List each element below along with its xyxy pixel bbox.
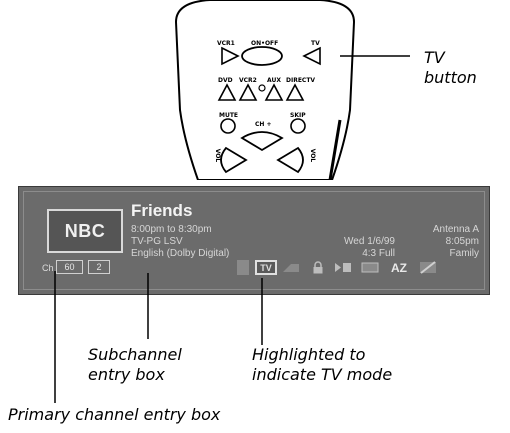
skip-label: SKIP xyxy=(290,112,306,119)
primary-channel-entry-box[interactable]: 60 xyxy=(56,260,83,274)
subchannel-callout-line2: entry box xyxy=(88,365,165,384)
caption-icon[interactable] xyxy=(359,260,381,275)
subchannel-callout: Subchannel entry box xyxy=(88,345,182,385)
no-signal-icon[interactable] xyxy=(417,260,439,275)
on-off-label: ON•OFF xyxy=(251,40,279,47)
tv-button-callout-line1: TV xyxy=(424,48,445,67)
skip-button[interactable] xyxy=(290,118,306,134)
date-label: Wed 1/6/99 xyxy=(344,236,395,247)
channel-info-banner: NBC Friends 8:00pm to 8:30pm TV-PG LSV E… xyxy=(18,186,490,295)
highlighted-callout: Highlighted to indicate TV mode xyxy=(252,345,392,385)
vcr2-label: VCR2 xyxy=(239,77,257,84)
aux-button[interactable] xyxy=(264,83,284,101)
dvd-button[interactable] xyxy=(217,83,237,101)
vcr2-button[interactable] xyxy=(238,83,258,101)
tv-button-callout: TV button xyxy=(424,48,477,88)
on-off-button[interactable] xyxy=(241,46,283,66)
aspect-label: 4:3 Full xyxy=(362,248,395,259)
lock-icon[interactable] xyxy=(309,260,327,275)
channel-logo-text: NBC xyxy=(64,220,106,241)
mute-label: MUTE xyxy=(219,112,239,119)
banner-frame xyxy=(23,191,485,290)
tv-mode-icon-label: TV xyxy=(260,262,272,273)
az-label: AZ xyxy=(391,260,407,275)
program-title: Friends xyxy=(131,201,193,220)
directv-button[interactable] xyxy=(285,83,305,101)
remote-control-illustration: VCR1 ON•OFF TV DVD VCR2 AUX DIRECTV MUTE… xyxy=(0,0,510,181)
mute-button[interactable] xyxy=(220,118,236,134)
remote-body xyxy=(174,0,356,181)
ch-plus-label: CH + xyxy=(255,121,272,128)
vol-right-label: VOL xyxy=(309,148,317,163)
directv-label: DIRECTV xyxy=(286,77,316,84)
primary-channel-callout: Primary channel entry box xyxy=(8,405,221,424)
highlighted-callout-line1: Highlighted to xyxy=(252,345,366,364)
subchannel-entry-box[interactable]: 2 xyxy=(88,260,110,274)
highlighted-callout-line2: indicate TV mode xyxy=(252,365,393,384)
subchannel-callout-line1: Subchannel xyxy=(88,345,182,364)
ch-up-button[interactable] xyxy=(240,131,284,152)
channel-label: Ch xyxy=(42,263,54,273)
category-label: Family xyxy=(449,248,479,259)
tv-button[interactable] xyxy=(302,46,321,66)
vol-left-label: VOL xyxy=(214,148,222,163)
program-audio: English (Dolby Digital) xyxy=(131,248,230,259)
vol-up-button[interactable] xyxy=(276,146,304,174)
tv-label: TV xyxy=(311,40,320,47)
antenna-label: Antenna A xyxy=(432,224,479,235)
signal-icon[interactable] xyxy=(237,260,249,275)
clock-label: 8:05pm xyxy=(445,236,479,247)
vcr1-button[interactable] xyxy=(221,46,240,66)
dvd-label: DVD xyxy=(218,77,233,84)
program-time: 8:00pm to 8:30pm xyxy=(131,224,212,235)
satellite-icon[interactable] xyxy=(280,260,302,275)
channel-logo: NBC xyxy=(47,209,123,253)
vol-down-button[interactable] xyxy=(220,146,248,174)
record-icon[interactable] xyxy=(332,260,354,275)
tv-mode-icon[interactable]: TV xyxy=(255,260,277,275)
tv-button-callout-line2: button xyxy=(424,68,477,87)
program-rating: TV-PG LSV xyxy=(131,236,183,247)
alphabetical-sort-icon[interactable]: AZ xyxy=(386,260,412,275)
vcr1-label: VCR1 xyxy=(217,40,235,47)
aux-label: AUX xyxy=(267,77,281,84)
